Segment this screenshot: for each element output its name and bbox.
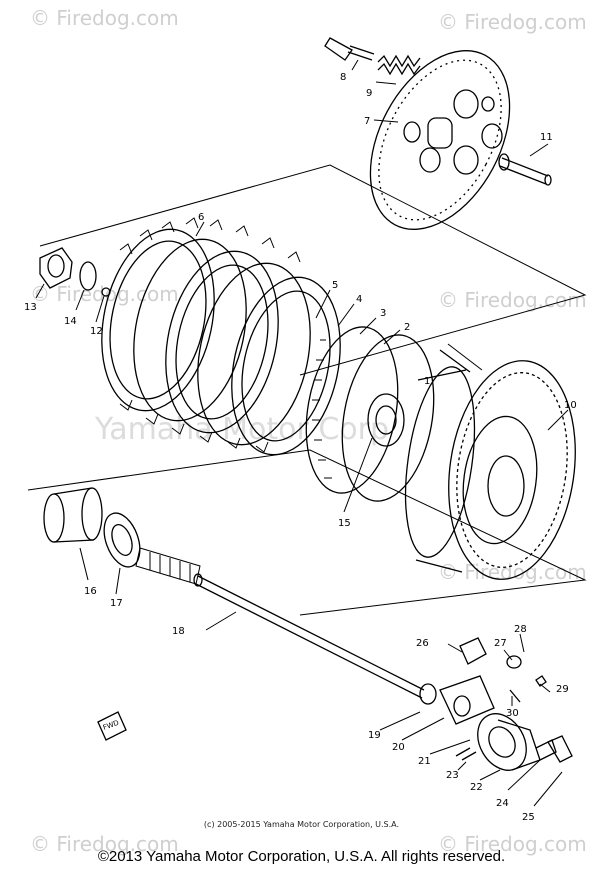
callout-2: 2 <box>404 322 410 333</box>
callout-21: 21 <box>418 756 431 767</box>
watermark-bottom-center: © Firedog.com <box>438 832 587 856</box>
clutch-nut <box>39 247 73 289</box>
watermark-bottom-left: © Firedog.com <box>30 832 179 856</box>
callout-14: 14 <box>64 316 77 327</box>
callout-11: 11 <box>540 132 553 143</box>
callout-23: 23 <box>446 770 459 781</box>
clutch-housing <box>404 349 576 580</box>
callout-7: 7 <box>364 116 370 127</box>
callout-3: 3 <box>380 308 386 319</box>
upper-assembly-outline <box>39 164 587 376</box>
callout-10: 10 <box>564 400 577 411</box>
callout-9: 9 <box>366 88 372 99</box>
clutch-boss <box>305 326 435 502</box>
copyright-notice: ©2013 Yamaha Motor Corporation, U.S.A. A… <box>97 848 506 865</box>
callout-16: 16 <box>84 586 97 597</box>
lock-washer <box>79 261 97 291</box>
callout-30: 30 <box>506 708 519 719</box>
callout-29: 29 <box>556 684 569 695</box>
push-rod-short <box>498 153 552 186</box>
push-rod-long <box>193 573 425 699</box>
copyright-small: (c) 2005-2015 Yamaha Motor Corporation, … <box>203 820 400 829</box>
spline-sleeve <box>135 547 201 585</box>
callout-leaders <box>35 59 569 807</box>
callout-17: 17 <box>110 598 123 609</box>
clutch-spring <box>377 54 421 76</box>
watermark-bottom-right: © Firedog.com <box>438 560 587 584</box>
callout-25: 25 <box>522 812 535 823</box>
fwd-arrow-icon <box>97 711 127 741</box>
watermark-top-right: © Firedog.com <box>438 10 587 34</box>
clutch-plate-stack <box>101 217 341 456</box>
callout-27: 27 <box>494 638 507 649</box>
callout-1: 1 <box>424 376 430 387</box>
callout-13: 13 <box>24 302 37 313</box>
lower-assembly-outline <box>27 449 587 616</box>
callout-6: 6 <box>198 212 204 223</box>
callout-22: 22 <box>470 782 483 793</box>
fwd-label: FWD <box>102 719 120 732</box>
lever-cover <box>459 637 547 703</box>
callout-12: 12 <box>90 326 103 337</box>
callout-26: 26 <box>416 638 429 649</box>
clutch-bushing <box>43 487 103 543</box>
thrust-washer <box>103 512 141 568</box>
callout-18: 18 <box>172 626 185 637</box>
callout-8: 8 <box>340 72 346 83</box>
callout-24: 24 <box>496 798 509 809</box>
callout-20: 20 <box>392 742 405 753</box>
clutch-bolt <box>324 37 375 61</box>
pressure-plate <box>369 50 511 230</box>
watermark-mid-right: © Firedog.com <box>438 288 587 312</box>
callout-28: 28 <box>514 624 527 635</box>
callout-5: 5 <box>332 280 338 291</box>
callout-15: 15 <box>338 518 351 529</box>
callout-4: 4 <box>356 294 362 305</box>
watermark-top-left: © Firedog.com <box>30 6 179 30</box>
callout-19: 19 <box>368 730 381 741</box>
push-lever-assembly <box>419 675 573 771</box>
callout-numbers: 1 2 3 4 5 6 7 8 9 10 11 12 13 14 15 16 1… <box>24 72 577 823</box>
